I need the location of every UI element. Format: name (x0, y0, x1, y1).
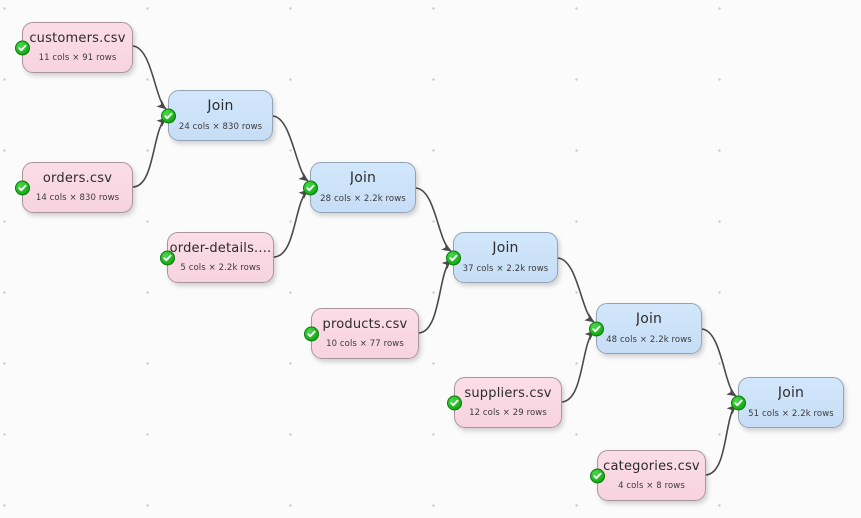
edge-join4-to-join5[interactable] (701, 328, 737, 397)
node-orders[interactable]: orders.csv 14 cols × 830 rows (15, 162, 133, 213)
check-circle-icon (160, 250, 175, 265)
node-subtitle: 5 cols × 2.2k rows (180, 263, 261, 274)
node-subtitle: 28 cols × 2.2k rows (320, 193, 406, 204)
edge-orderdetails-to-join2[interactable] (273, 189, 309, 258)
edge-categories-to-join5[interactable] (705, 404, 737, 476)
check-circle-icon (731, 395, 746, 410)
node-title: suppliers.csv (464, 386, 552, 401)
edge-join2-to-join3[interactable] (415, 187, 452, 252)
node-join5[interactable]: Join 51 cols × 2.2k rows (731, 377, 844, 428)
node-categories[interactable]: categories.csv 4 cols × 8 rows (590, 450, 706, 501)
node-suppliers[interactable]: suppliers.csv 12 cols × 29 rows (447, 377, 562, 428)
node-join3[interactable]: Join 37 cols × 2.2k rows (446, 232, 558, 283)
check-circle-icon (447, 395, 462, 410)
edge-orders-to-join1[interactable] (132, 117, 167, 188)
node-title: order-details.... (169, 241, 272, 256)
node-title: Join (777, 386, 805, 402)
node-products[interactable]: products.csv 10 cols × 77 rows (304, 308, 419, 359)
edge-join3-to-join4[interactable] (557, 257, 595, 323)
node-customers[interactable]: customers.csv 11 cols × 91 rows (15, 22, 133, 73)
node-subtitle: 37 cols × 2.2k rows (462, 263, 549, 274)
node-title: Join (492, 241, 519, 257)
node-join4[interactable]: Join 48 cols × 2.2k rows (589, 303, 702, 354)
edge-suppliers-to-join4[interactable] (561, 330, 595, 403)
check-circle-icon (304, 326, 319, 341)
node-orderdetails[interactable]: order-details.... 5 cols × 2.2k rows (160, 232, 274, 283)
node-title: Join (349, 171, 377, 187)
node-title: Join (635, 312, 663, 328)
check-circle-icon (15, 40, 30, 55)
check-circle-icon (303, 180, 318, 195)
check-circle-icon (590, 468, 605, 483)
node-title: products.csv (322, 317, 408, 332)
node-subtitle: 4 cols × 8 rows (618, 481, 685, 492)
node-title: customers.csv (29, 31, 126, 46)
check-circle-icon (15, 180, 30, 195)
node-title: categories.csv (603, 459, 700, 474)
node-subtitle: 12 cols × 29 rows (469, 408, 547, 419)
node-subtitle: 10 cols × 77 rows (326, 339, 404, 350)
check-circle-icon (161, 108, 176, 123)
edge-join1-to-join2[interactable] (272, 115, 309, 182)
node-title: orders.csv (42, 171, 113, 186)
node-title: Join (207, 99, 234, 115)
edge-products-to-join3[interactable] (418, 259, 452, 334)
check-circle-icon (446, 250, 461, 265)
check-circle-icon (589, 321, 604, 336)
node-subtitle: 24 cols × 830 rows (178, 121, 263, 132)
node-subtitle: 11 cols × 91 rows (38, 53, 117, 64)
edge-customers-to-join1[interactable] (132, 45, 167, 110)
node-join2[interactable]: Join 28 cols × 2.2k rows (303, 162, 416, 213)
node-subtitle: 14 cols × 830 rows (35, 193, 120, 204)
node-subtitle: 48 cols × 2.2k rows (606, 334, 692, 345)
node-subtitle: 51 cols × 2.2k rows (748, 408, 834, 419)
node-join1[interactable]: Join 24 cols × 830 rows (161, 90, 273, 141)
